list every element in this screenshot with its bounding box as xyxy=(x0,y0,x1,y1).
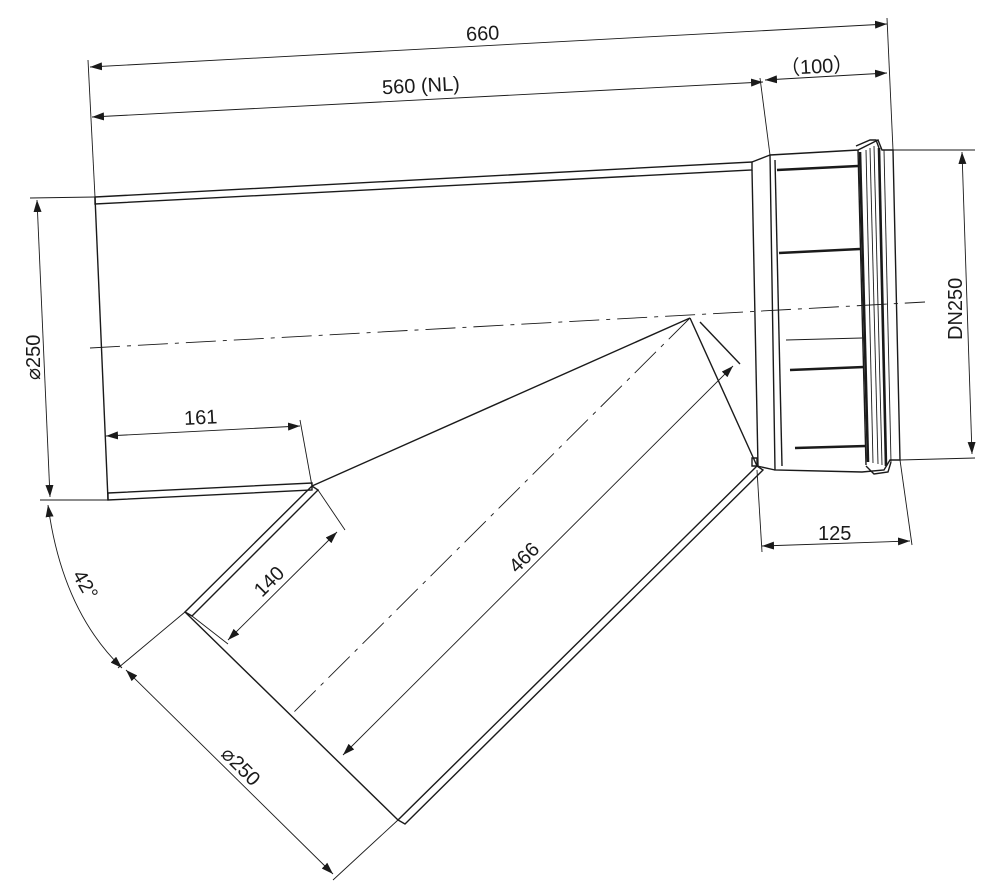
socket-inner-wall-right xyxy=(857,149,867,466)
dimension-labels: 660 560 (NL) （100） DN250 ⌀250 161 125 14… xyxy=(23,22,967,790)
dim-125-label: 125 xyxy=(818,523,851,545)
main-pipe xyxy=(94,154,776,501)
dim-161-line xyxy=(105,422,301,440)
dim-dn250-label: DN250 xyxy=(945,278,967,340)
dim-140-label: 140 xyxy=(250,562,289,601)
dim-42-label: 42° xyxy=(68,567,102,604)
socket-outer xyxy=(769,139,901,473)
dim-466-line xyxy=(342,365,734,756)
socket xyxy=(769,139,901,475)
dim-125-line xyxy=(761,537,911,550)
main-pipe-left-end xyxy=(94,196,109,501)
main-centerline xyxy=(89,301,926,349)
socket-inner-wall-left xyxy=(774,159,783,467)
dim-100-line xyxy=(764,69,888,84)
socket-transition-top xyxy=(751,154,771,163)
main-pipe-bottom-wall xyxy=(107,482,313,501)
branch-centerline xyxy=(289,317,691,717)
socket-ribs xyxy=(776,164,867,450)
dim-466-label: 466 xyxy=(505,538,544,577)
dim-main-diameter-label: ⌀250 xyxy=(23,335,45,380)
dim-660-line xyxy=(89,20,888,71)
dim-42-arc xyxy=(45,504,123,669)
centerlines xyxy=(89,301,926,717)
dim-branch-diameter-line xyxy=(125,669,334,875)
dim-560-label: 560 (NL) xyxy=(381,73,460,99)
socket-transition-bottom xyxy=(756,465,776,471)
socket-inner-left xyxy=(751,169,759,467)
dim-dn250-line xyxy=(958,151,976,455)
branch-end xyxy=(184,611,399,821)
dim-560-line xyxy=(91,78,764,121)
dim-161-label: 161 xyxy=(183,406,217,430)
socket-gasket xyxy=(855,139,892,475)
dim-main-diameter-line xyxy=(33,199,54,498)
dimension-lines xyxy=(29,17,976,881)
dim-100-label: （100） xyxy=(779,53,853,80)
branch-left-wall xyxy=(183,485,320,617)
dim-660-label: 660 xyxy=(465,22,499,46)
branch-apex-right xyxy=(689,317,758,467)
main-pipe-top-wall xyxy=(94,161,753,205)
branch-upper-edge xyxy=(311,317,691,487)
dim-140-line xyxy=(227,531,338,641)
